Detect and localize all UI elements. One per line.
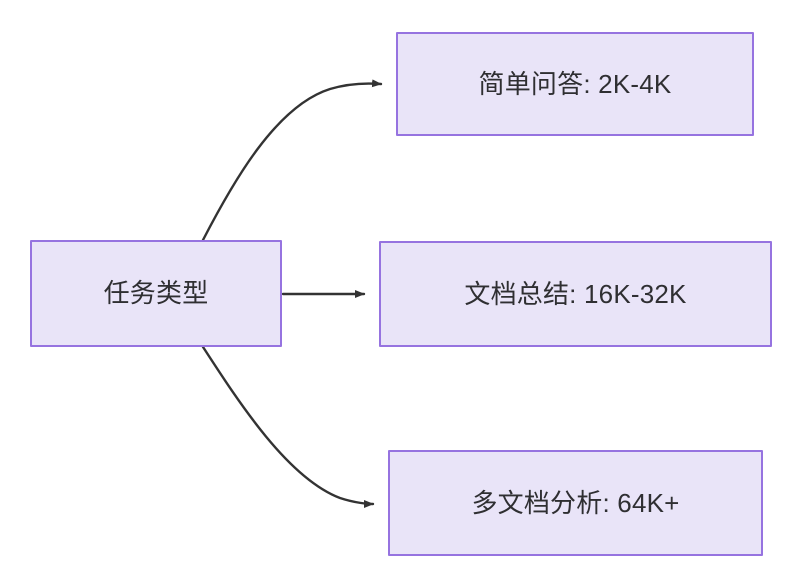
node-doc-summary[interactable]: 文档总结: 16K-32K	[379, 241, 772, 347]
node-multi-doc-analysis[interactable]: 多文档分析: 64K+	[388, 450, 763, 556]
edge-source-to-multidoc	[201, 345, 375, 508]
node-label-simple-qa: 简单问答: 2K-4K	[478, 68, 672, 99]
node-label-doc-summary: 文档总结: 16K-32K	[464, 278, 687, 309]
node-simple-qa[interactable]: 简单问答: 2K-4K	[396, 32, 754, 136]
node-task-type[interactable]: 任务类型	[30, 240, 282, 347]
node-label-multi-doc-analysis: 多文档分析: 64K+	[471, 487, 680, 518]
node-label-task-type: 任务类型	[103, 278, 209, 309]
edge-source-to-simple	[201, 79, 383, 242]
